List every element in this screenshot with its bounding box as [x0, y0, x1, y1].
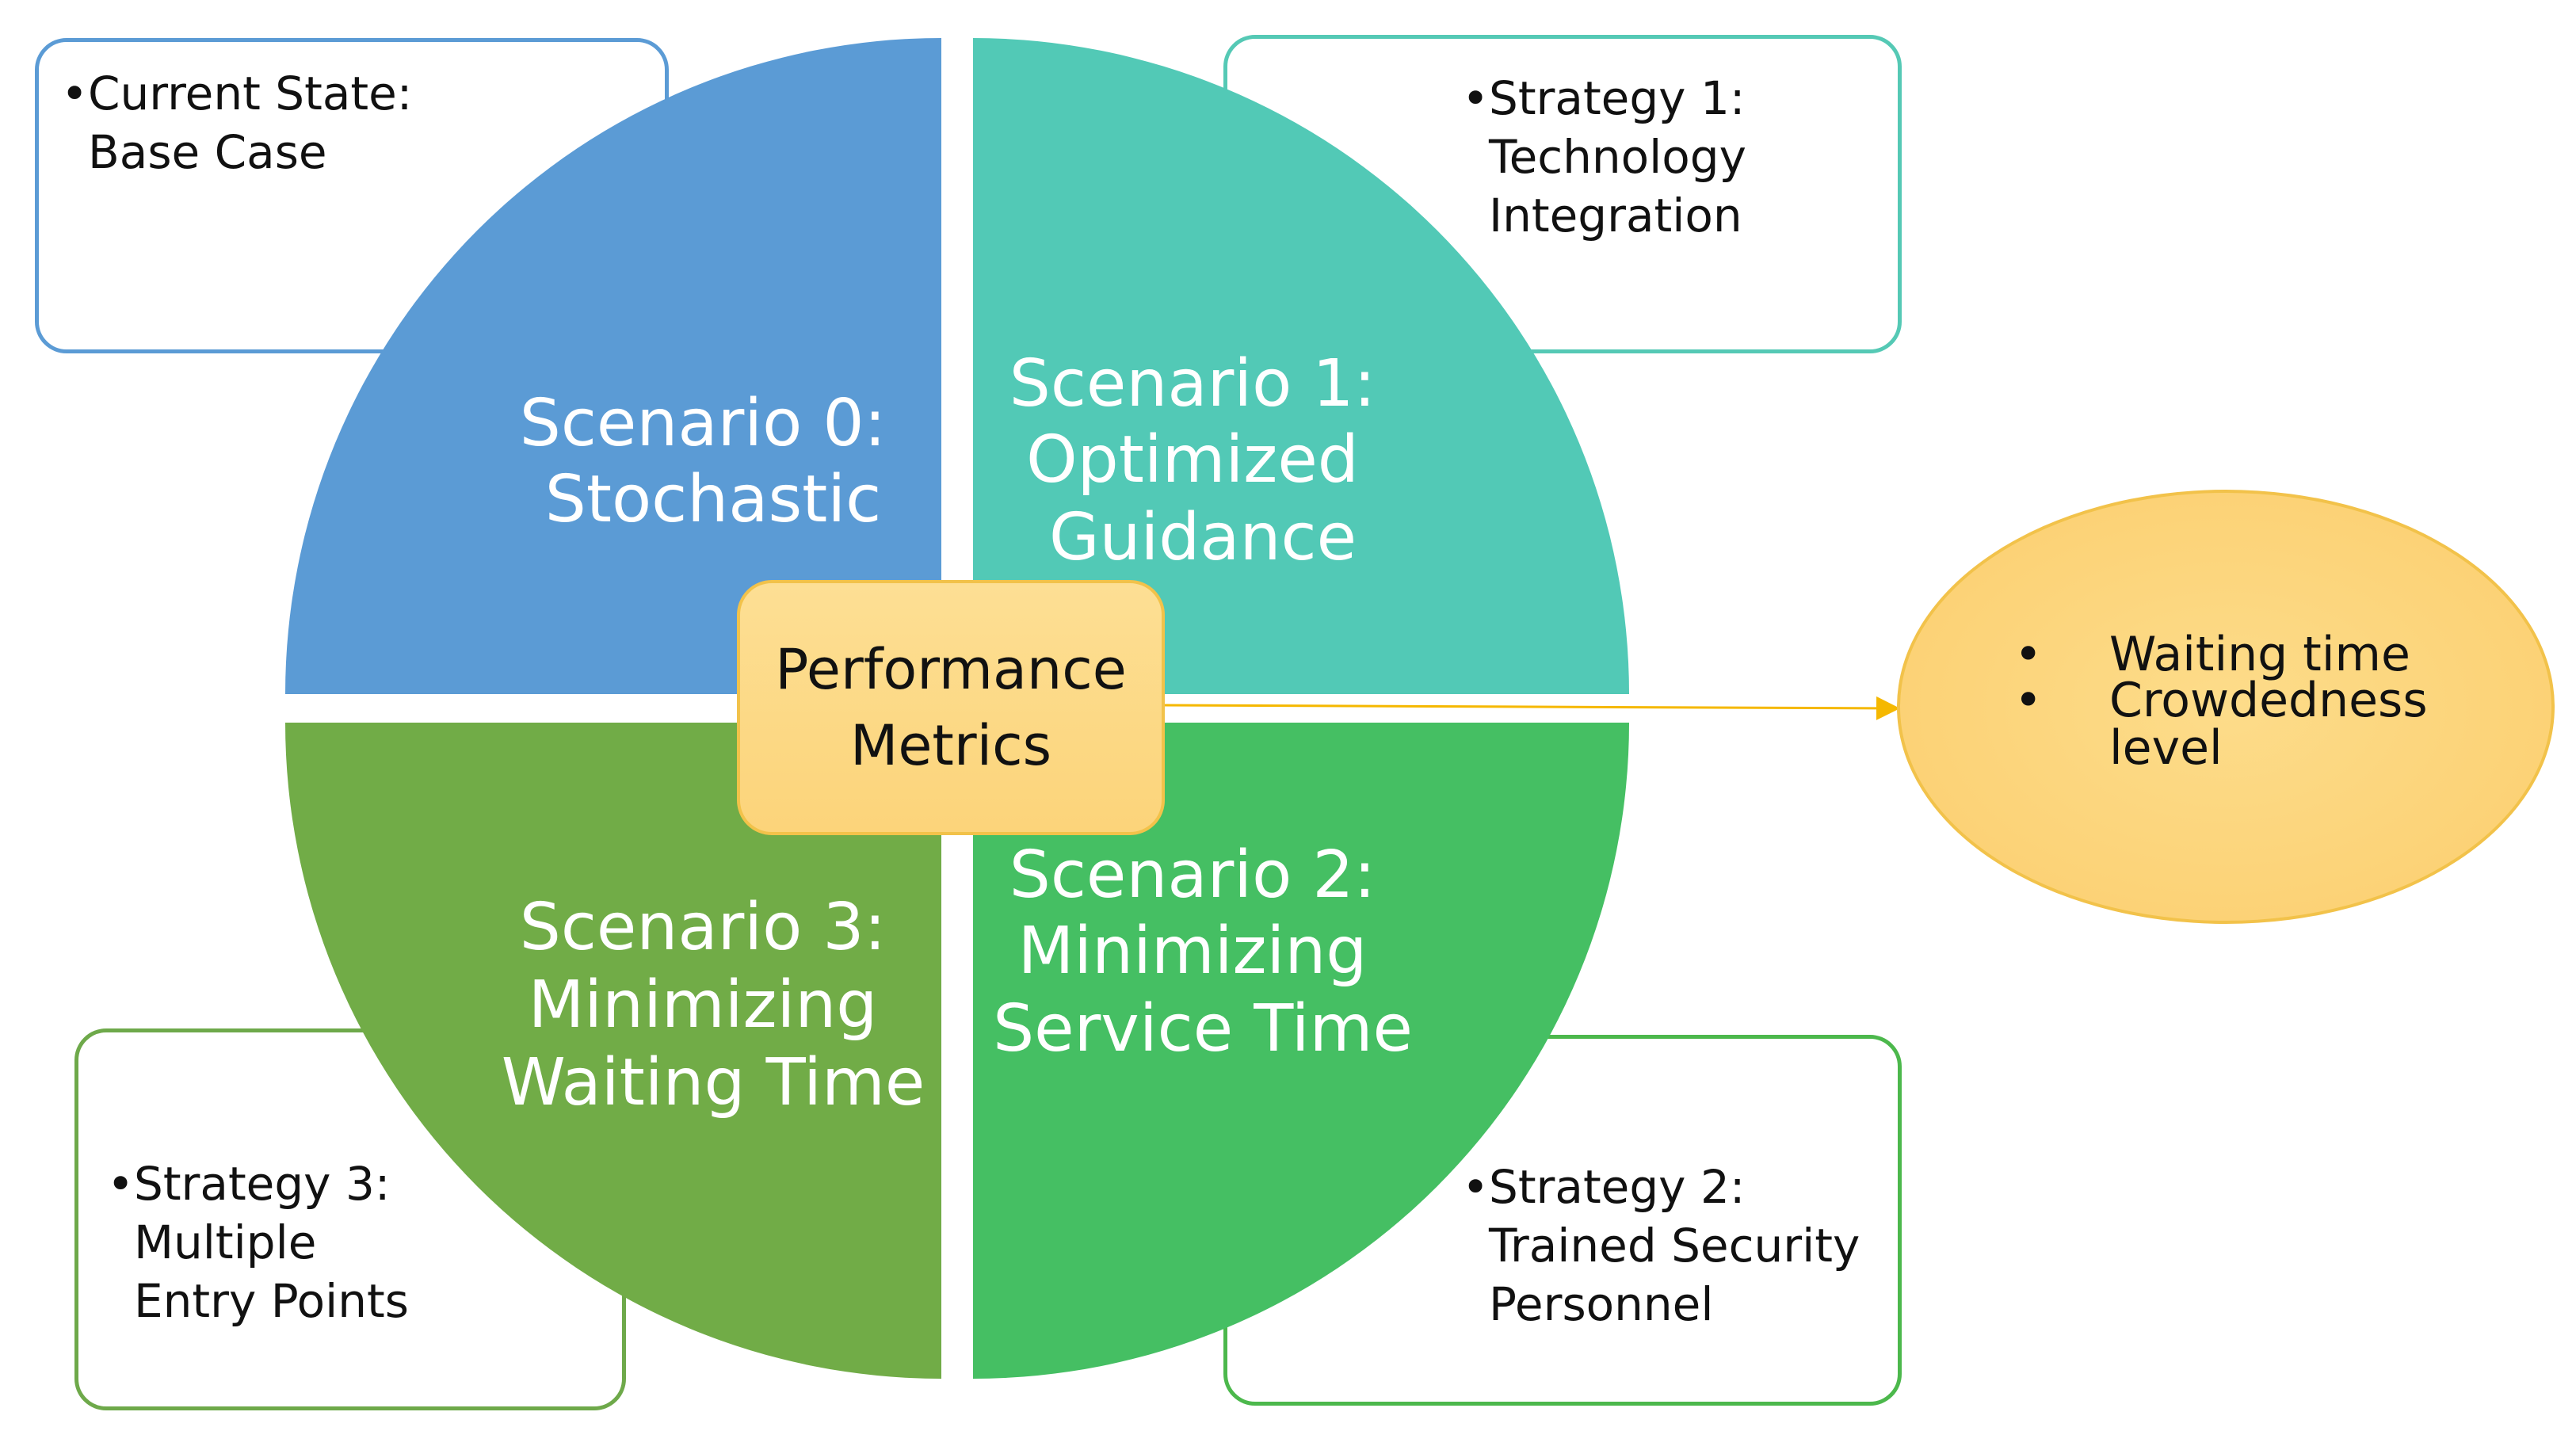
scenario-3-line-3: Waiting Time [502, 1045, 925, 1120]
scenario-0-label: Scenario 0: Stochastic [520, 386, 906, 537]
callout-text: Current State: Base Case [88, 67, 413, 179]
scenario-3-line-2: Minimizing [529, 967, 878, 1043]
performance-metrics-box: Performance Metrics [737, 580, 1165, 835]
scenario-1-label: Scenario 1: Optimized Guidance [1009, 346, 1396, 575]
scenario-2-line-1: Scenario 2: [1009, 838, 1376, 913]
scenario-3-label: Scenario 3: Minimizing Waiting Time [502, 890, 925, 1120]
scenario-2-line-2: Minimizing [1018, 914, 1368, 989]
scenario-2-quadrant [973, 723, 1629, 1379]
scenario-0-line-2: Stochastic [545, 462, 881, 537]
scenario-1-line-2: Optimized [1026, 422, 1359, 498]
scenario-1-quadrant [973, 38, 1629, 694]
bullet-dot: • [2014, 627, 2043, 682]
scenario-0-line-1: Scenario 0: [520, 386, 886, 461]
scenario-2-line-3: Service Time [993, 991, 1413, 1067]
scenario-3-quadrant [285, 723, 941, 1379]
metric-item: • Waiting time [2003, 631, 2442, 678]
bullet-dot: • [1462, 1160, 1490, 1214]
connector-arrow [1164, 696, 1900, 720]
metric-text: Crowdedness level [2109, 673, 2428, 776]
metrics-ellipse: • Waiting time • Crowdedness level [1897, 490, 2555, 924]
scenario-2-label: Scenario 2: Minimizing Service Time [993, 838, 1413, 1067]
performance-metrics-label: Performance Metrics [775, 637, 1127, 778]
bullet-dot: • [61, 67, 89, 120]
callout-text: Strategy 2: Trained Security Personnel [1489, 1160, 1860, 1331]
scenario-0-quadrant [285, 38, 941, 694]
callout-text: Strategy 1: Technology Integration [1489, 71, 1746, 242]
bullet-dot: • [2014, 673, 2043, 728]
scenario-1-line-3: Guidance [1049, 500, 1357, 575]
callout-text: Strategy 3: Multiple Entry Points [134, 1157, 409, 1328]
bullet-dot: • [1462, 71, 1490, 125]
bullet-dot: • [107, 1157, 135, 1211]
metric-text: Waiting time [2109, 627, 2410, 682]
scenario-1-line-1: Scenario 1: [1009, 346, 1376, 422]
metric-item: • Crowdedness level [2003, 677, 2442, 772]
scenario-3-line-1: Scenario 3: [520, 890, 886, 965]
